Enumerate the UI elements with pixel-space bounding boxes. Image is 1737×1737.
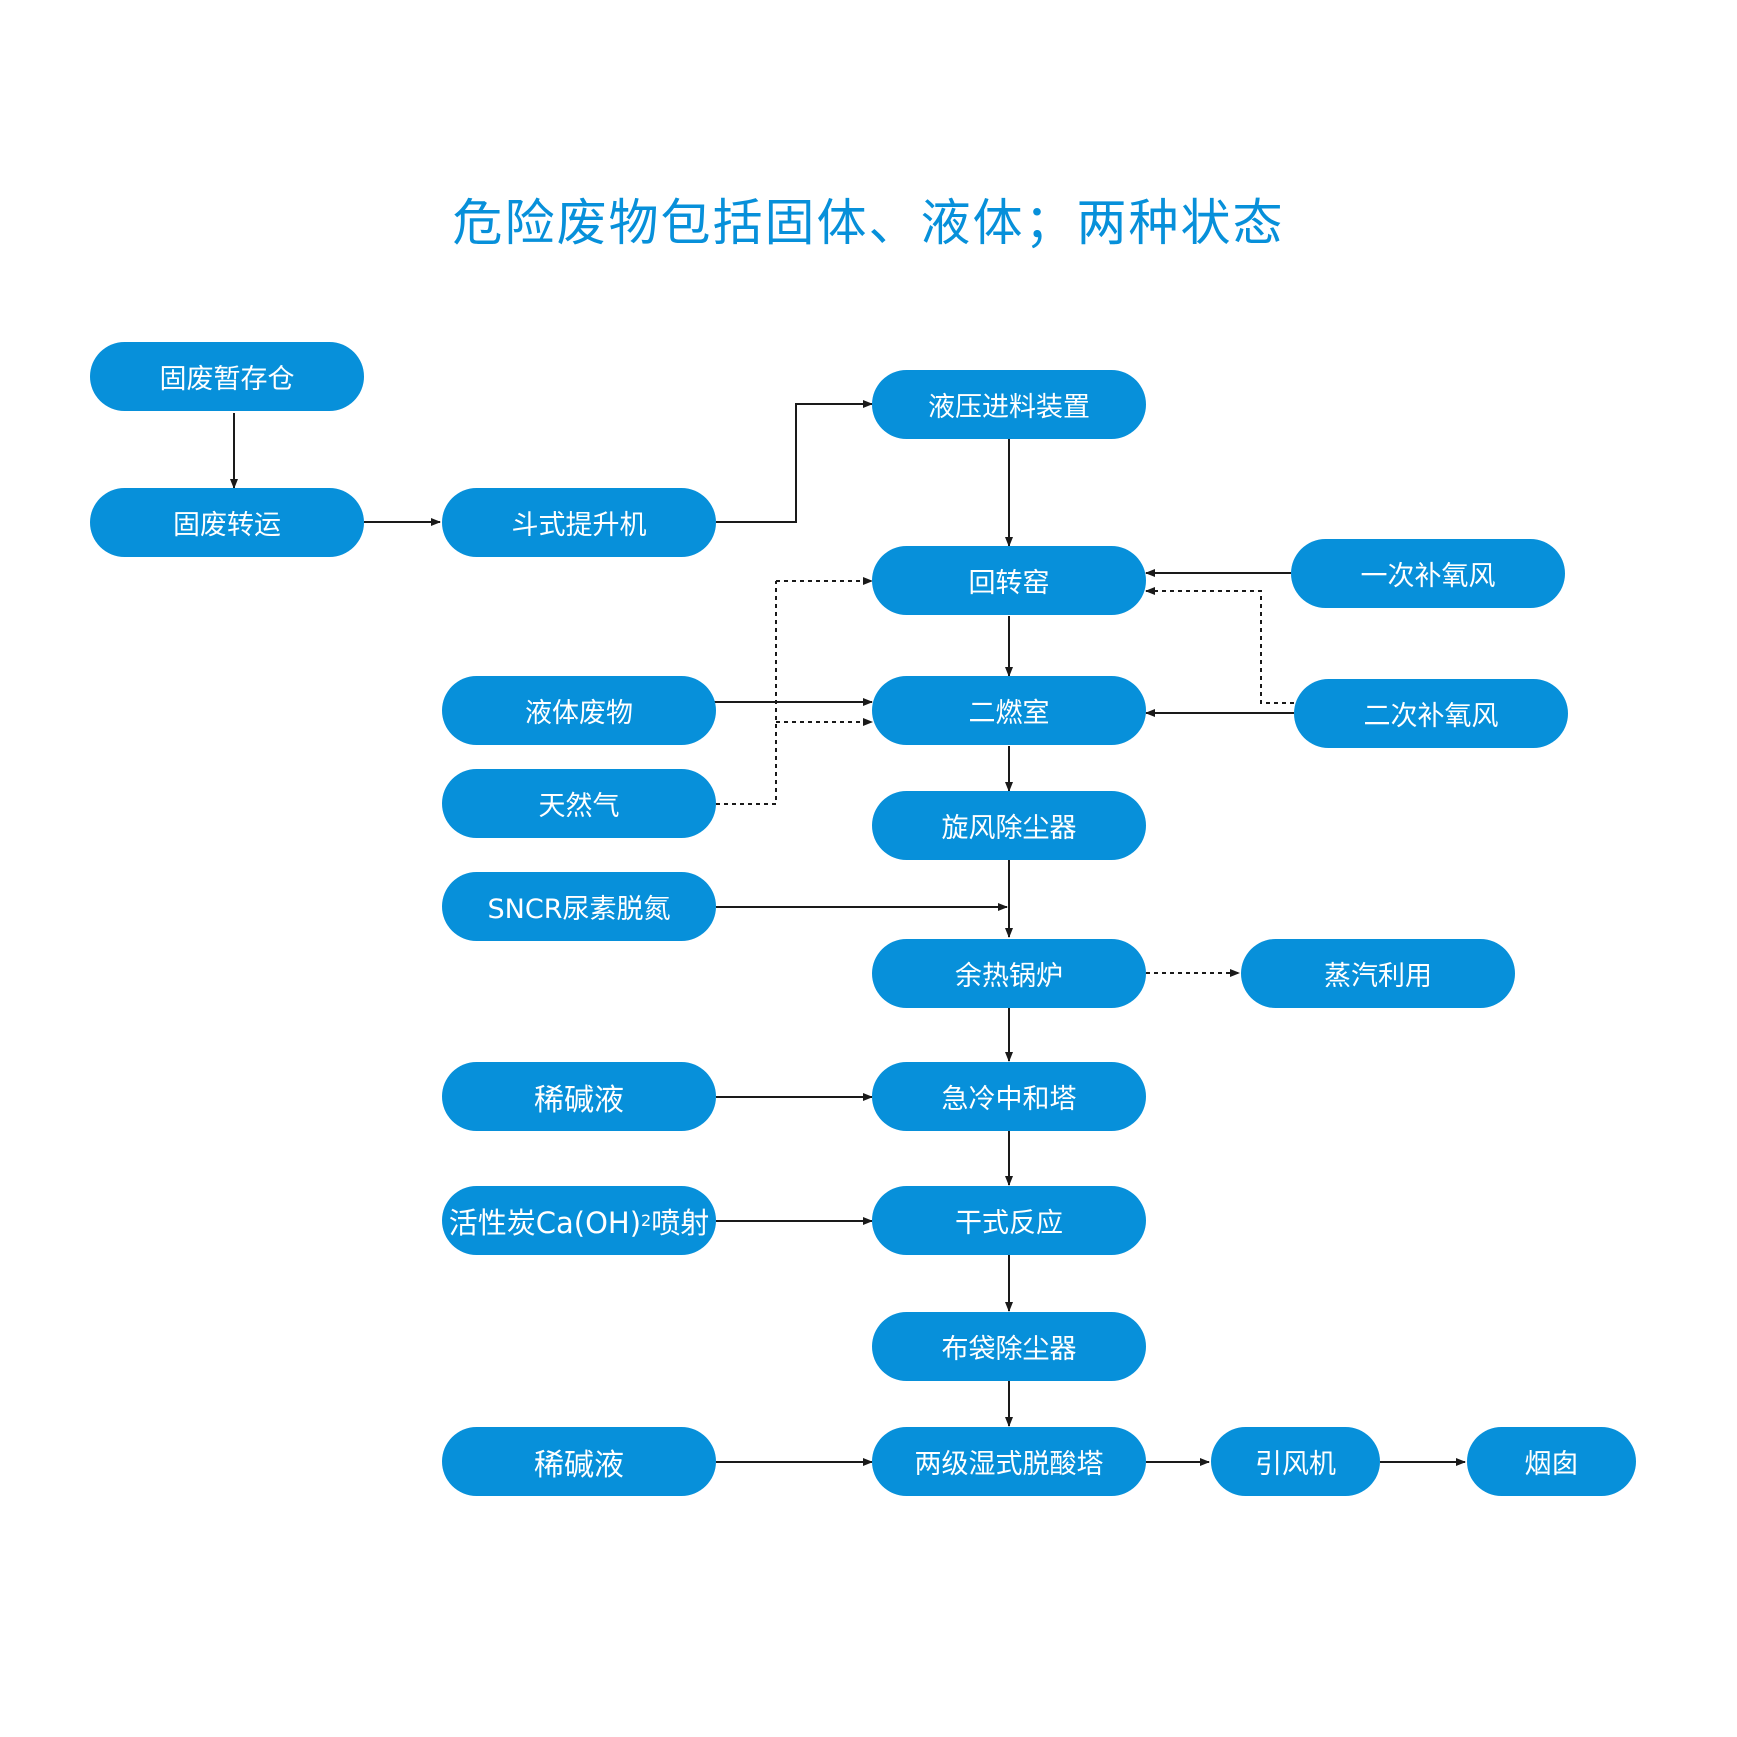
node-secondary-oxygen: 二次补氧风 (1294, 679, 1568, 748)
carbon-injection-subscript: 2 (641, 1211, 652, 1230)
edge-gas-trunk (716, 581, 777, 805)
node-steam-use: 蒸汽利用 (1241, 939, 1515, 1008)
node-wet-deacid-tower: 两级湿式脱酸塔 (872, 1427, 1146, 1496)
node-waste-heat-boiler: 余热锅炉 (872, 939, 1146, 1008)
node-sncr: SNCR尿素脱氮 (442, 872, 716, 941)
node-secondary-chamber: 二燃室 (872, 676, 1146, 745)
node-primary-oxygen: 一次补氧风 (1291, 539, 1565, 608)
node-chimney: 烟囱 (1467, 1427, 1636, 1496)
node-hydraulic-feeder: 液压进料装置 (872, 370, 1146, 439)
edge-elevator-to-feeder (716, 400, 873, 523)
node-cyclone: 旋风除尘器 (872, 791, 1146, 860)
node-quench-tower: 急冷中和塔 (872, 1062, 1146, 1131)
node-rotary-kiln: 回转窑 (872, 546, 1146, 615)
node-induced-fan: 引风机 (1211, 1427, 1380, 1496)
node-solid-storage: 固废暂存仓 (90, 342, 364, 411)
carbon-injection-suffix: 喷射 (651, 1205, 710, 1240)
carbon-injection-label: 活性炭Ca(OH) (448, 1205, 642, 1240)
node-dilute-alkali-1: 稀碱液 (442, 1062, 716, 1131)
node-bucket-elevator: 斗式提升机 (442, 488, 716, 557)
edge-secondary-oxygen-to-kiln (1145, 587, 1294, 704)
diagram-title: 危险废物包括固体、液体；两种状态 (452, 194, 1285, 252)
node-natural-gas: 天然气 (442, 769, 716, 838)
node-dry-reaction: 干式反应 (872, 1186, 1146, 1255)
node-solid-transfer: 固废转运 (90, 488, 364, 557)
node-bag-filter: 布袋除尘器 (872, 1312, 1146, 1381)
node-dilute-alkali-2: 稀碱液 (442, 1427, 716, 1496)
node-liquid-waste: 液体废物 (442, 676, 716, 745)
